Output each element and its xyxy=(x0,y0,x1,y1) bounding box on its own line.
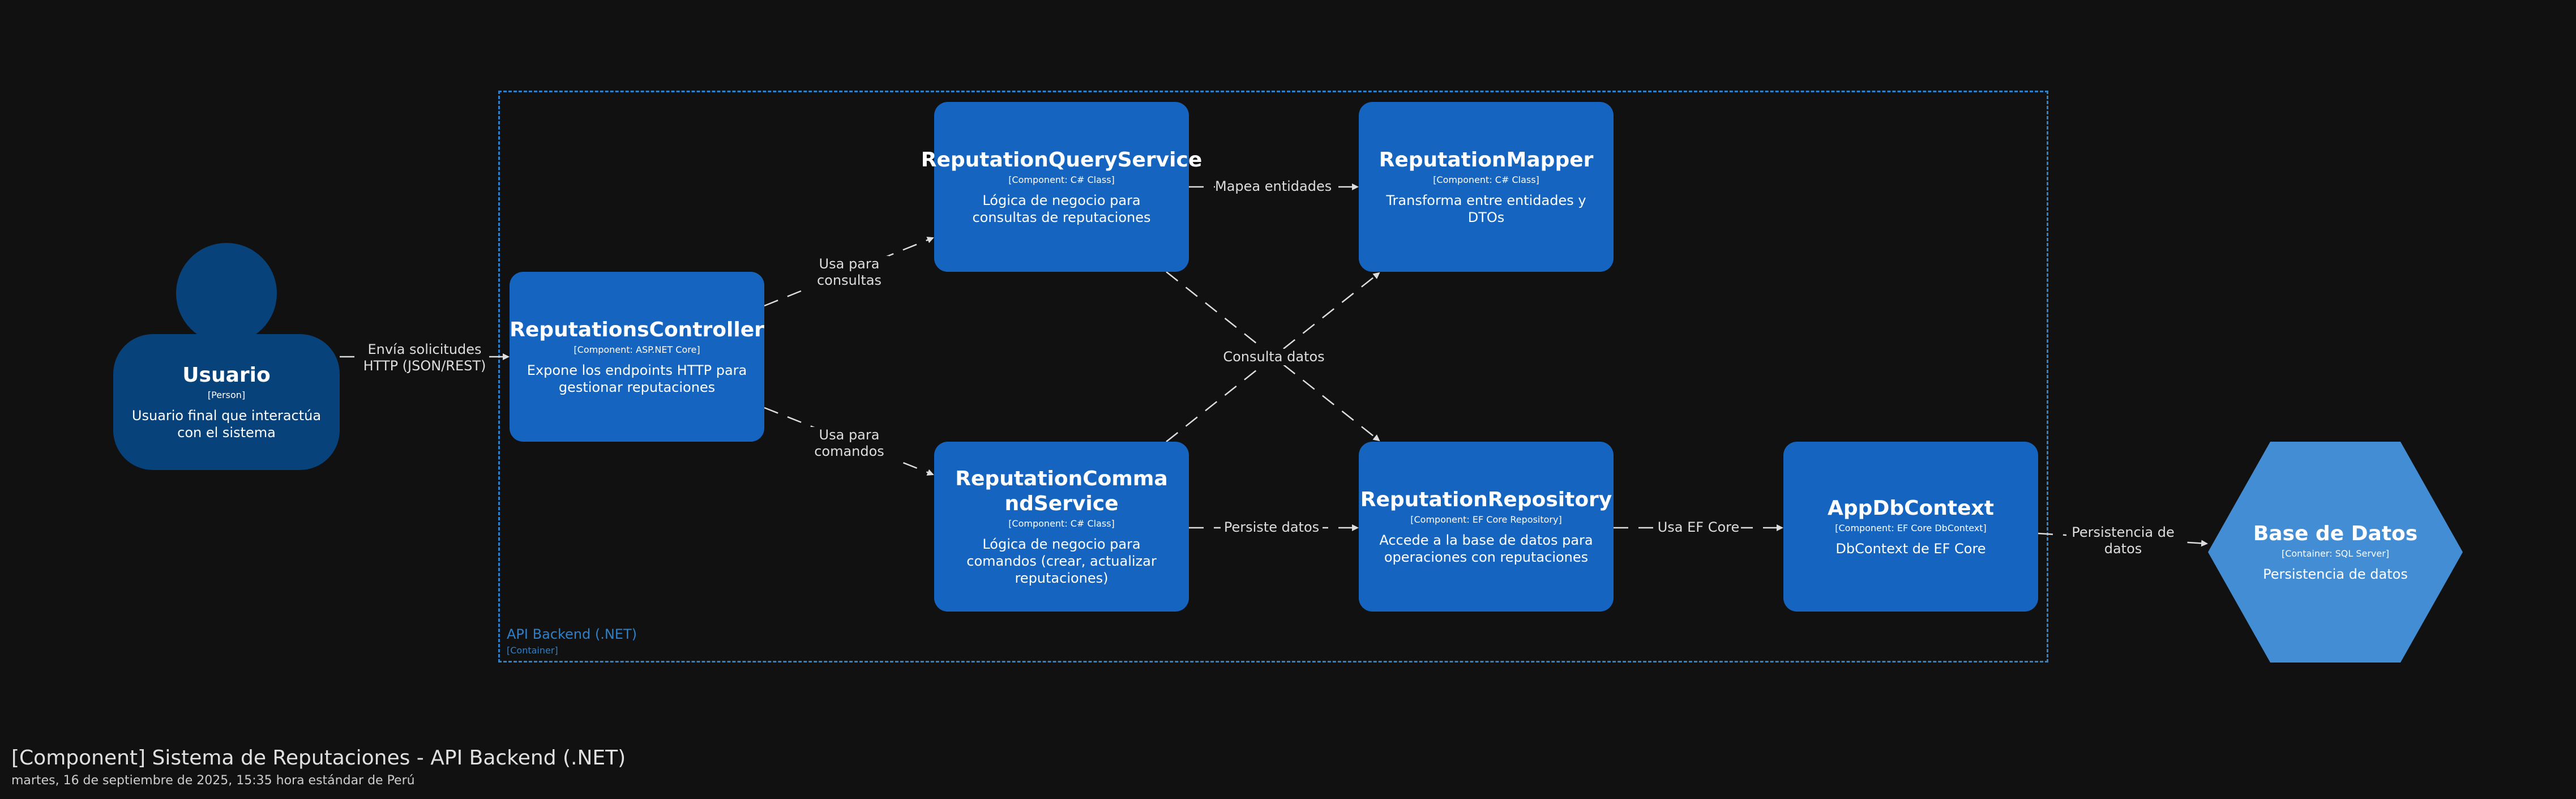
component-reputation-repository[interactable]: ReputationRepository [Component: EF Core… xyxy=(1359,442,1614,612)
database-description: Persistencia de datos xyxy=(2263,566,2408,582)
label-consulta-datos: Consulta datos xyxy=(1223,349,1325,365)
component-name: ReputationRepository xyxy=(1360,488,1612,511)
component-type: [Component: C# Class] xyxy=(1008,518,1115,529)
diagram-timestamp: martes, 16 de septiembre de 2025, 15:35 … xyxy=(11,774,415,788)
person-description: Usuario final que interactúa con el sist… xyxy=(131,408,322,441)
container-boundary xyxy=(498,91,2048,663)
component-type: [Component: ASP.NET Core] xyxy=(574,344,700,355)
component-type: [Component: C# Class] xyxy=(1008,174,1115,185)
edge-controller-command xyxy=(764,407,934,476)
database-type: [Container: SQL Server] xyxy=(2281,548,2390,559)
component-description: Expone los endpoints HTTP para gestionar… xyxy=(527,362,747,395)
component-reputation-command-service[interactable]: ReputationCommandService [Component: C# … xyxy=(934,442,1189,612)
label-query-to-mapper: Mapea entidades xyxy=(1215,178,1332,195)
component-type: [Component: C# Class] xyxy=(1433,174,1539,185)
diagram-title: [Component] Sistema de Reputaciones - AP… xyxy=(11,746,626,770)
label-user-to-controller: Envía solicitudes HTTP (JSON/REST) xyxy=(362,341,487,374)
label-controller-to-query: Usa para consultas xyxy=(810,256,889,289)
component-type: [Component: EF Core DbContext] xyxy=(1835,523,1987,533)
label-repository-to-dbcontext: Usa EF Core xyxy=(1656,519,1741,536)
label-command-to-repository: Persiste datos xyxy=(1221,519,1323,536)
component-reputation-mapper[interactable]: ReputationMapper [Component: C# Class] T… xyxy=(1359,102,1614,272)
person-head-icon xyxy=(176,243,277,344)
component-app-db-context[interactable]: AppDbContext [Component: EF Core DbConte… xyxy=(1783,442,2038,612)
component-description: Lógica de negocio para comandos (crear, … xyxy=(966,536,1157,586)
database-hexagon-icon xyxy=(2208,442,2463,663)
component-description: DbContext de EF Core xyxy=(1835,541,1986,557)
component-name: AppDbContext xyxy=(1828,497,1994,520)
component-reputation-query-service[interactable]: ReputationQueryService [Component: C# Cl… xyxy=(921,102,1202,272)
label-controller-to-command: Usa para comandos xyxy=(804,427,895,460)
component-name: ReputationCommandService xyxy=(955,467,1168,515)
component-reputations-controller[interactable]: ReputationsController [Component: ASP.NE… xyxy=(510,272,764,442)
boundary-label: API Backend (.NET) xyxy=(507,626,637,642)
person-name: Usuario xyxy=(182,364,271,387)
database-name: Base de Datos xyxy=(2253,522,2418,545)
component-name: ReputationsController xyxy=(510,318,764,341)
label-dbcontext-to-database: Persistencia de datos xyxy=(2066,524,2180,557)
container-base-de-datos[interactable]: Base de Datos [Container: SQL Server] Pe… xyxy=(2208,442,2463,663)
person-usuario[interactable]: Usuario [Person] Usuario final que inter… xyxy=(113,334,340,470)
component-description: Transforma entre entidades y DTOs xyxy=(1386,193,1586,225)
boundary-technology: [Container] xyxy=(507,645,558,656)
component-type: [Component: EF Core Repository] xyxy=(1410,514,1562,525)
person-type: [Person] xyxy=(207,390,246,400)
component-description: Accede a la base de datos para operacion… xyxy=(1379,532,1593,565)
component-name: ReputationQueryService xyxy=(921,148,1203,172)
component-name: ReputationMapper xyxy=(1379,148,1594,172)
edge-controller-query xyxy=(764,237,934,307)
component-description: Lógica de negocio para consultas de repu… xyxy=(972,193,1151,225)
